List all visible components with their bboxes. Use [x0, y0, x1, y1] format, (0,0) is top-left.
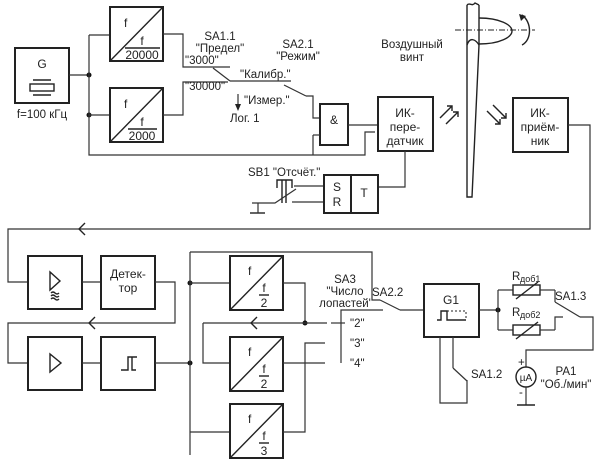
and-label: &: [330, 113, 338, 127]
amplifier-icon: [49, 352, 63, 374]
svg-text:S: S: [333, 180, 341, 194]
generator-block: G f=100 кГц: [14, 47, 70, 121]
sr-trigger: S R T: [323, 174, 379, 214]
switch-option: "3000": [185, 55, 219, 67]
svg-text:"3": "3": [350, 338, 365, 350]
switch-option: "Калибр.": [240, 69, 291, 81]
svg-text:f: f: [248, 264, 252, 278]
svg-text:2: 2: [261, 296, 268, 310]
button-label: SB1 "Отсчёт.": [248, 167, 320, 179]
divider-num: f: [140, 115, 144, 129]
svg-text:T: T: [360, 186, 368, 200]
switch-sa1-2[interactable]: SA1.2: [452, 367, 502, 382]
switch-sa2-2[interactable]: SA2.2: [372, 287, 403, 311]
svg-text:тор: тор: [119, 281, 138, 295]
amplifier: [27, 336, 83, 391]
svg-text:R: R: [512, 307, 520, 319]
svg-text:доб1: доб1: [520, 274, 540, 284]
switch-sa3[interactable]: SA3 "Число лопастей' "2" "3" "4": [319, 274, 383, 370]
generator-frequency: f=100 кГц: [17, 109, 68, 121]
svg-text:лопастей': лопастей': [319, 298, 371, 310]
switch-option: "Измер.": [244, 95, 290, 107]
svg-text:SA3: SA3: [334, 274, 356, 286]
switch-sa1-3[interactable]: SA1.3: [554, 291, 586, 318]
switch-name: SA1.1: [204, 31, 235, 43]
and-gate: &: [319, 103, 349, 146]
button-sb1[interactable]: SB1 "Отсчёт.": [248, 167, 320, 214]
svg-text:f: f: [262, 281, 266, 295]
svg-text:SA1.3: SA1.3: [555, 291, 586, 303]
divider-2-b: f f 2: [229, 336, 284, 392]
svg-text:ник: ник: [531, 134, 550, 148]
svg-text:"Число: "Число: [326, 286, 363, 298]
switch-sa2-1[interactable]: SA2.1 "Режим" "Калибр." "Измер." Лог. 1: [230, 39, 320, 125]
svg-text:SA1.2: SA1.2: [471, 369, 502, 381]
switch-option: "30000": [185, 81, 225, 93]
divider-3: f f 3: [229, 403, 284, 459]
resistor-r-dob2: R доб2: [498, 307, 555, 340]
divider-input-label: f: [124, 16, 128, 30]
svg-text:датчик: датчик: [386, 134, 424, 148]
divider-2-a: f f 2: [229, 255, 284, 311]
detector: Детек- тор: [100, 255, 156, 310]
svg-text:G1: G1: [443, 293, 459, 307]
microammeter-pa1: µA + - PA1 "Об./мин": [515, 357, 592, 399]
svg-text:+: +: [518, 357, 525, 369]
schmitt-trigger: [100, 336, 156, 391]
svg-text:R: R: [333, 195, 342, 209]
svg-text:"4": "4": [350, 358, 365, 370]
hysteresis-icon: [121, 356, 137, 371]
logic-one-label: Лог. 1: [230, 113, 260, 125]
generator-g1: G1: [423, 283, 480, 338]
svg-text:пере-: пере-: [390, 120, 421, 134]
propeller-icon: [455, 2, 535, 198]
svg-text:2: 2: [261, 377, 268, 391]
crystal-icon: [29, 83, 55, 92]
propeller-label-2: винт: [400, 52, 425, 64]
svg-text:f: f: [248, 345, 252, 359]
svg-text:ИК-: ИК-: [530, 106, 550, 120]
svg-text:f: f: [248, 412, 252, 426]
svg-text:доб2: доб2: [520, 310, 540, 320]
svg-text:"2": "2": [350, 318, 365, 330]
switch-sa1-1[interactable]: SA1.1 "Предел" "3000" "30000": [185, 31, 244, 93]
svg-text:µA: µA: [520, 373, 533, 384]
divider-num: f: [140, 34, 144, 48]
switch-name: SA2.1: [282, 39, 313, 51]
switch-title: "Предел": [196, 43, 244, 55]
divider-input-label: f: [124, 97, 128, 111]
resistor-r-dob1: R доб1: [498, 271, 555, 300]
divider-2000: f f 2000: [109, 87, 164, 143]
svg-text:Детек-: Детек-: [110, 267, 146, 281]
svg-text:3: 3: [261, 444, 268, 458]
switch-title: "Режим": [276, 51, 320, 63]
svg-text:SA2.2: SA2.2: [372, 287, 403, 299]
amplifier-icon: [49, 270, 62, 292]
svg-text:f: f: [262, 362, 266, 376]
propeller-label: Воздушный: [381, 39, 443, 51]
svg-text:f: f: [262, 429, 266, 443]
generator-label: G: [37, 57, 46, 71]
ir-reception-arrows-icon: [486, 104, 507, 125]
svg-text:-: -: [519, 387, 523, 399]
svg-text:R: R: [512, 271, 520, 283]
filter-amplifier: [27, 255, 83, 310]
svg-text:"Об./мин": "Об./мин": [541, 379, 592, 391]
ir-emission-arrows-icon: [439, 105, 459, 125]
ir-receiver: ИК- приём- ник: [512, 97, 569, 153]
divider-20000: f f 20000: [109, 6, 164, 62]
svg-text:приём-: приём-: [521, 120, 560, 134]
svg-text:PA1: PA1: [556, 366, 577, 378]
svg-text:ИК-: ИК-: [395, 106, 415, 120]
divider-den: 2000: [129, 129, 156, 143]
divider-den: 20000: [125, 48, 159, 62]
ir-transmitter: ИК- пере- датчик: [377, 96, 434, 152]
